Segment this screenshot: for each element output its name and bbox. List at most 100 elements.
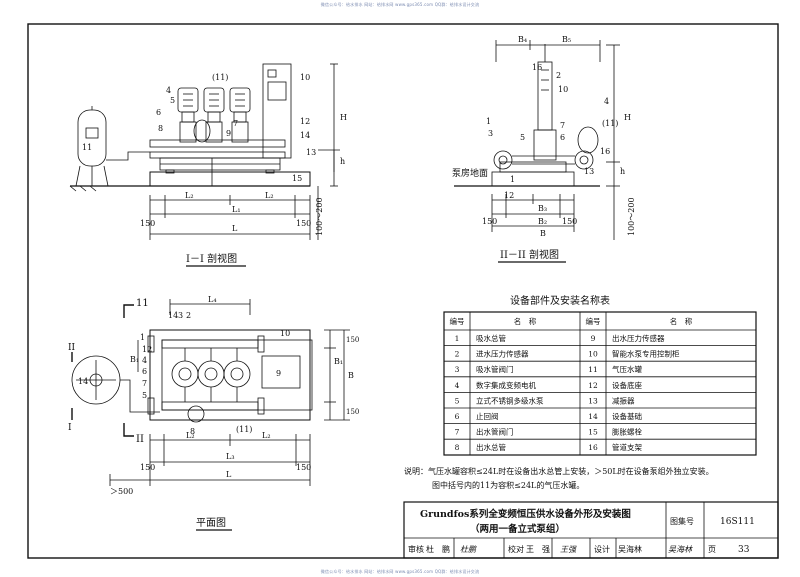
table-cell-7-3: 管道支架 — [612, 442, 642, 452]
dim-L2-plan-a: L₂ — [186, 431, 195, 440]
dim-B1-plan: B₁ — [130, 355, 139, 364]
review-signature: 杜鹏 — [460, 545, 477, 554]
table-cell-5-2: 14 — [588, 412, 598, 421]
callout-s2-7: (11) — [602, 119, 618, 128]
callout-s2-16: 13 — [584, 167, 594, 176]
dim-h-1: h — [340, 157, 345, 166]
callout-p-4: 12 — [142, 345, 152, 354]
dim-B2: B₂ — [538, 217, 547, 226]
table-cell-1-3: 智能水泵专用控制柜 — [612, 349, 680, 359]
dim-B5: B₅ — [562, 35, 571, 44]
table-cell-6-1: 出水管阀门 — [476, 427, 514, 437]
table-cell-5-0: 6 — [455, 412, 460, 421]
title-line-1: Grundfos系列全变频恒压供水设备外形及安装图 — [420, 508, 631, 520]
callout-s2-4: 10 — [558, 85, 568, 94]
table-header-0: 编号 — [450, 316, 465, 326]
dim-150-plan-a: 150 — [140, 463, 155, 472]
section-2-title: II－II 剖视图 — [500, 248, 559, 261]
table-cell-4-2: 13 — [588, 396, 598, 405]
table-cell-7-0: 8 — [455, 443, 460, 452]
callout-s2-2: 16 — [532, 63, 542, 72]
dim-L: L — [232, 224, 238, 233]
callout-p-5: 7 — [142, 379, 147, 388]
sheet-border — [27, 23, 779, 559]
callout-9: 9 — [226, 129, 231, 138]
title-line-2: （两用一备立式泵组） — [470, 523, 565, 535]
dim-L4: L₄ — [208, 295, 217, 304]
control-cabinet — [262, 63, 292, 159]
callout-4: 4 — [166, 86, 171, 95]
dim-150-plan-bot: 150 — [346, 408, 359, 416]
design-signature: 吴海林 — [668, 545, 693, 554]
watermark-bottom: 微信公众号：给水排水 网站：给排水网 www.gps365.com QQ群：给排… — [320, 569, 480, 574]
table-cell-2-2: 11 — [588, 365, 598, 374]
callout-10: 10 — [300, 73, 310, 82]
callout-11-tank: 11 — [82, 143, 92, 152]
plan-view — [71, 299, 350, 531]
parts-table-title: 设备部件及安装名称表 — [510, 294, 610, 307]
table-cell-1-1: 进水压力传感器 — [476, 349, 529, 359]
section-2-view — [454, 40, 620, 263]
table-cell-6-3: 膨胀螺栓 — [612, 427, 642, 437]
design-label: 设计 — [594, 544, 610, 554]
callout-s2-3: 5 — [520, 133, 525, 142]
pump-1 — [177, 87, 199, 143]
pump-3 — [229, 87, 251, 143]
callout-s2-13: 1 — [510, 175, 515, 184]
callout-8: 8 — [158, 124, 163, 133]
table-cell-0-0: 1 — [455, 334, 460, 343]
dim-100-200-a: 100～200 — [315, 197, 324, 236]
review-label: 审核 — [408, 544, 424, 554]
watermark-top: 微信公众号：给水排水 网站：给排水网 www.gps365.com QQ群：给排… — [320, 2, 480, 7]
callout-p-1: 2 — [186, 311, 191, 320]
dim-L2-plan-b: L₂ — [262, 431, 271, 440]
dim-100-200-b: 100～200 — [627, 197, 636, 236]
dim-L2-b: L₂ — [265, 191, 274, 200]
table-cell-1-0: 2 — [455, 350, 460, 359]
callout-s2-12: 16 — [600, 147, 610, 156]
dim-500-plan: ＞500 — [110, 487, 133, 496]
external-pressure-tank — [75, 106, 109, 187]
notes-line-1: 说明：气压水罐容积≤24L时在设备出水总管上安装，＞50L时在设备泵组外独立安装… — [404, 466, 714, 476]
section-mark-I-top: II — [68, 343, 76, 353]
callout-p-2: 3 — [178, 311, 183, 320]
dim-B1-right: B₁ — [334, 357, 343, 366]
plan-title: 平面图 — [196, 517, 226, 529]
section-mark-I-bottom: I — [68, 423, 72, 433]
callout-s2-11: 4 — [604, 97, 609, 106]
table-cell-2-1: 吸水管阀门 — [476, 364, 514, 374]
table-cell-2-3: 气压水罐 — [612, 364, 642, 374]
callout-p-6: 4 — [142, 356, 147, 365]
dim-H-2: H — [624, 113, 631, 122]
dim-L-plan: L — [226, 470, 232, 479]
callout-p-14: 10 — [280, 329, 290, 338]
table-header-3: 名 称 — [670, 316, 693, 326]
section-1-view — [69, 63, 340, 267]
table-cell-3-0: 4 — [455, 381, 460, 390]
callout-5: 5 — [170, 96, 175, 105]
callout-s2-5: 6 — [560, 133, 565, 142]
notes-line-2: 图中括号内的11为容积≤24L的气压水罐。 — [432, 480, 584, 490]
dim-B-s2: B — [540, 229, 546, 238]
dim-B3: B₃ — [538, 204, 547, 213]
table-cell-0-2: 9 — [591, 334, 596, 343]
table-cell-4-3: 减振器 — [612, 395, 635, 405]
callout-6: 6 — [156, 108, 161, 117]
table-cell-0-1: 吸水总管 — [476, 333, 506, 343]
table-cell-4-0: 5 — [455, 396, 460, 405]
page-label: 页 — [708, 545, 716, 554]
dim-150-b: 150 — [296, 219, 311, 228]
table-cell-7-1: 出水总管 — [476, 442, 506, 452]
dim-150-s2b: 150 — [562, 217, 577, 226]
dim-150-a: 150 — [140, 219, 155, 228]
table-cell-5-3: 设备基础 — [612, 411, 642, 421]
callout-s2-6: 7 — [560, 121, 565, 130]
table-cell-2-0: 3 — [455, 365, 460, 374]
table-cell-5-1: 止回阀 — [476, 411, 499, 421]
table-cell-7-2: 16 — [588, 443, 598, 452]
dim-L1: L₁ — [232, 205, 241, 214]
page-number: 33 — [738, 545, 750, 555]
atlas-label: 图集号 — [670, 516, 694, 526]
check-name: 王 强 — [526, 545, 550, 554]
parts-table-grid — [443, 311, 757, 456]
